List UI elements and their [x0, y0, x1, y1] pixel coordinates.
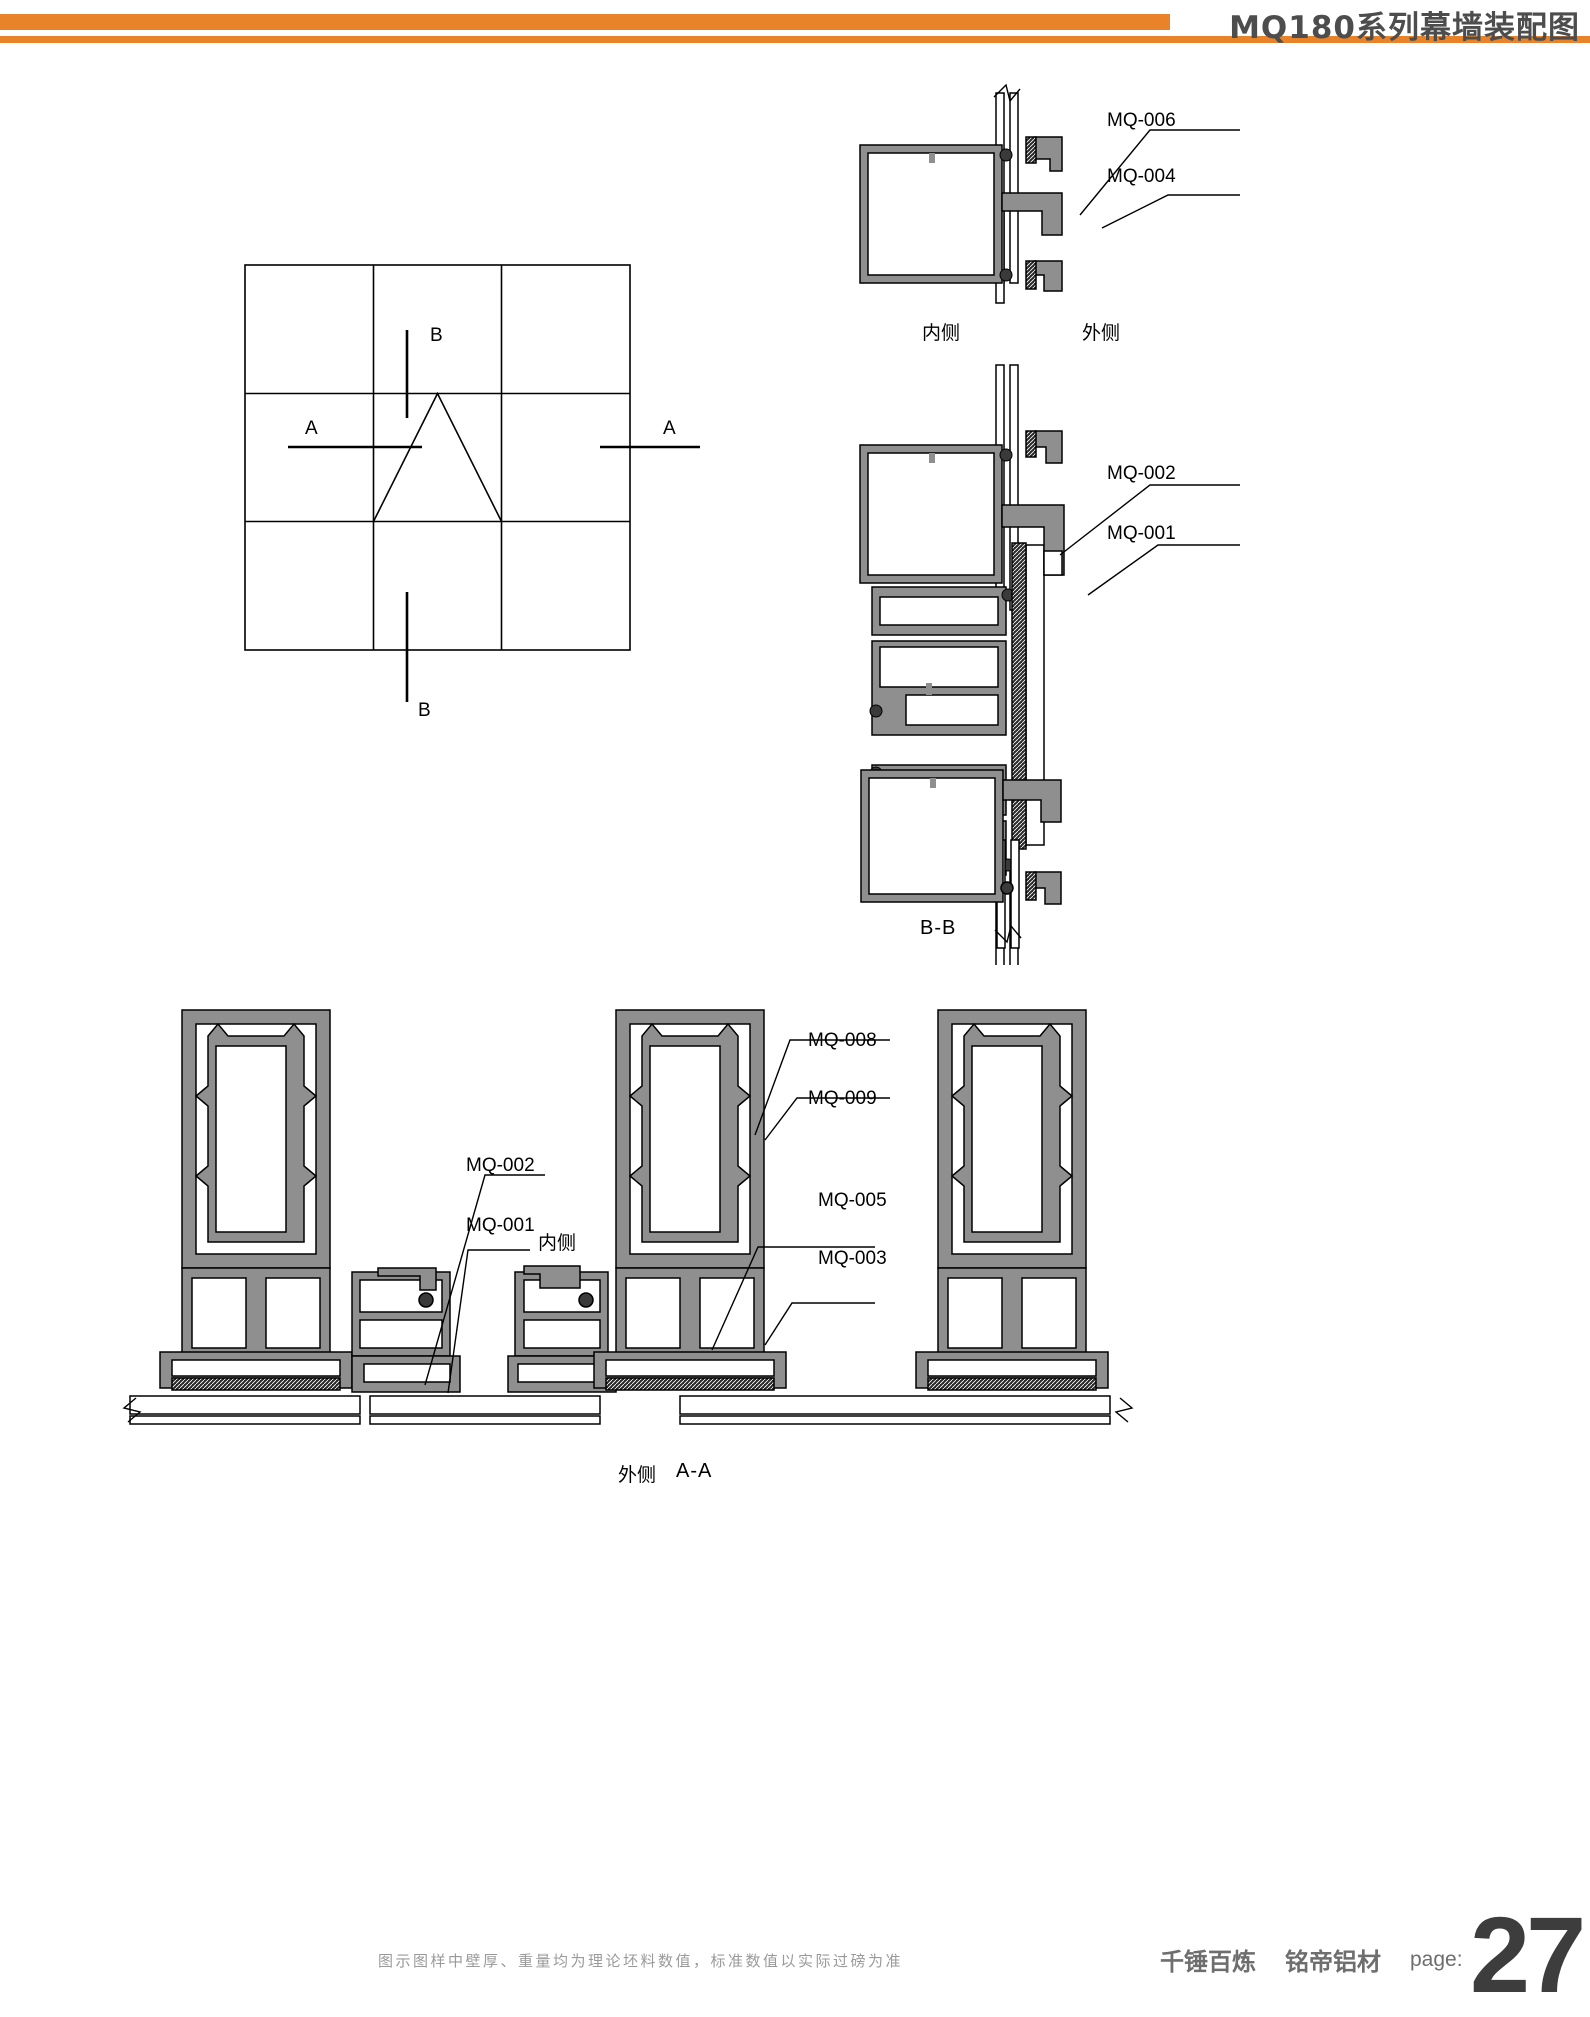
footer-page-label: page: — [1410, 1948, 1463, 1971]
callout-mq-009: MQ-009 — [808, 1088, 877, 1109]
label-inner-side-bb: 内侧 — [922, 322, 961, 344]
curtain-wall-elevation — [230, 240, 700, 740]
callout-mq-008: MQ-008 — [808, 1030, 877, 1051]
callout-mq-006: MQ-006 — [1107, 110, 1176, 131]
header-accent-bar-top — [0, 14, 1170, 30]
callout-mq-002-aa: MQ-002 — [466, 1155, 535, 1176]
section-title-bb: B-B — [920, 917, 957, 939]
callout-mq-001-aa: MQ-001 — [466, 1215, 535, 1236]
section-aa-drawing — [120, 1000, 1200, 1430]
section-mark-b-top: B — [430, 325, 443, 346]
footer-brand: 铭帝铝材 — [1285, 1948, 1381, 1976]
section-aa-leaders-right — [735, 1020, 895, 1150]
header-accent-bar-bottom — [0, 36, 1590, 43]
page-footer: 图示图样中壁厚、重量均为理论坯料数值，标准数值以实际过磅为准 千锤百炼 铭帝铝材… — [0, 1894, 1590, 2015]
footer-disclaimer: 图示图样中壁厚、重量均为理论坯料数值，标准数值以实际过磅为准 — [378, 1952, 904, 1970]
section-aa-leaders-left — [330, 1150, 630, 1410]
callout-mq-002-bb: MQ-002 — [1107, 463, 1176, 484]
page-title: MQ180系列幕墙装配图 — [1229, 10, 1580, 46]
callout-mq-001-bb: MQ-001 — [1107, 523, 1176, 544]
label-inner-side-aa: 内侧 — [538, 1232, 577, 1254]
footer-page-number: 27 — [1470, 1894, 1586, 2015]
section-bb-bottom-profile — [845, 760, 1105, 950]
section-mark-b-bottom: B — [418, 700, 431, 721]
section-bb-leaders — [1040, 100, 1400, 660]
section-mark-a-left: A — [305, 418, 318, 439]
callout-mq-003: MQ-003 — [818, 1248, 887, 1269]
section-mark-a-right: A — [663, 418, 676, 439]
section-title-aa: A-A — [676, 1460, 713, 1482]
footer-slogan: 千锤百炼 — [1160, 1948, 1256, 1976]
label-outer-side-bb: 外侧 — [1082, 322, 1121, 344]
callout-mq-004: MQ-004 — [1107, 166, 1176, 187]
page-header: MQ180系列幕墙装配图 — [0, 0, 1590, 52]
section-aa-leaders-bottom — [700, 1195, 880, 1355]
callout-mq-005: MQ-005 — [818, 1190, 887, 1211]
label-outer-side-aa: 外侧 — [618, 1464, 657, 1486]
section-cut-lines — [288, 330, 700, 702]
